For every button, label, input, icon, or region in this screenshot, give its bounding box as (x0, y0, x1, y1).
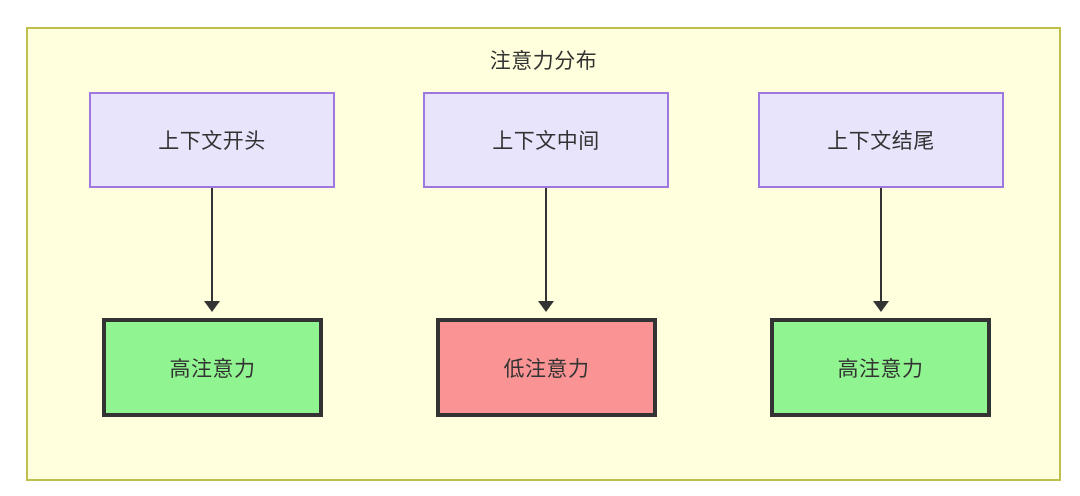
edge-line-context-middle-to-attention (545, 188, 547, 301)
node-context-middle-label: 上下文中间 (492, 130, 600, 153)
node-attention-end-label: 高注意力 (837, 357, 924, 381)
edge-arrowhead-context-end-to-attention (873, 301, 889, 312)
node-context-start-label: 上下文开头 (158, 130, 266, 153)
node-context-end-label: 上下文结尾 (827, 130, 935, 153)
node-attention-start-label: 高注意力 (169, 357, 256, 381)
node-context-end[interactable]: 上下文结尾 (758, 92, 1004, 188)
edge-arrowhead-context-middle-to-attention (538, 301, 554, 312)
edge-arrowhead-context-start-to-attention (204, 301, 220, 312)
node-attention-end[interactable]: 高注意力 (770, 318, 991, 417)
node-context-start[interactable]: 上下文开头 (89, 92, 335, 188)
node-attention-middle-label: 低注意力 (503, 357, 590, 381)
edge-line-context-start-to-attention (211, 188, 213, 301)
node-attention-start[interactable]: 高注意力 (102, 318, 323, 417)
edge-line-context-end-to-attention (880, 188, 882, 301)
node-context-middle[interactable]: 上下文中间 (423, 92, 669, 188)
node-attention-middle[interactable]: 低注意力 (436, 318, 657, 417)
subgraph-title: 注意力分布 (489, 50, 598, 73)
